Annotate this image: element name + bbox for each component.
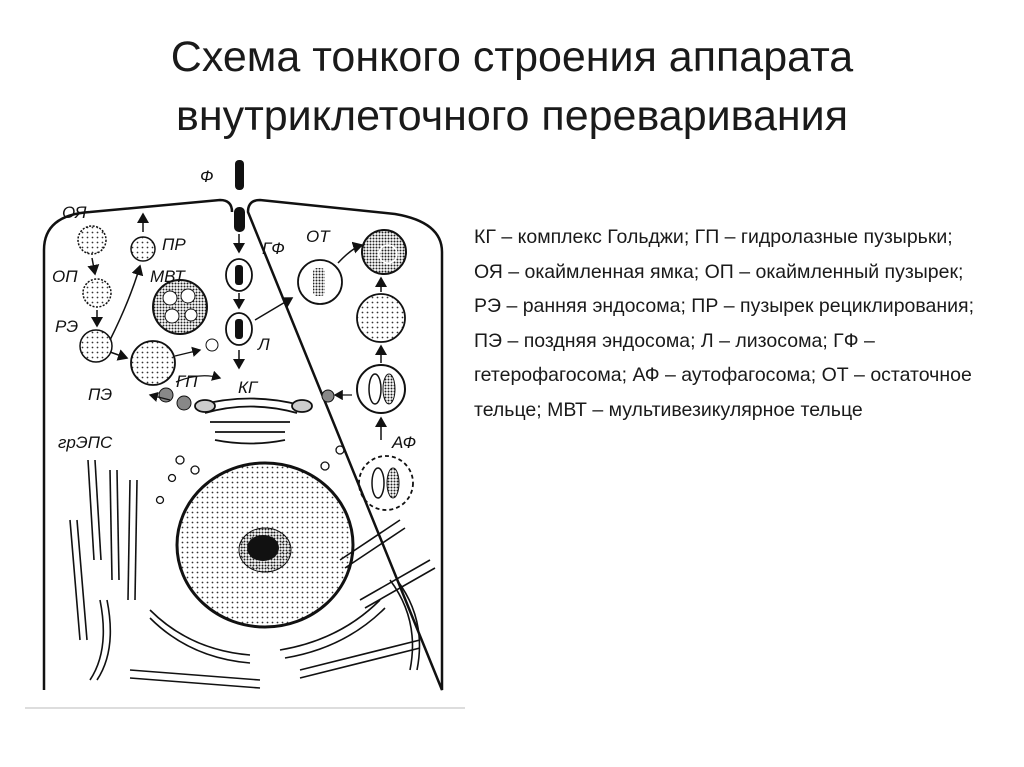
label-oya: ОЯ: [62, 203, 87, 222]
hydrolase-vesicle: [158, 387, 174, 403]
free-vesicles: [155, 445, 345, 505]
particle-invaginating: [234, 207, 245, 232]
label-gp: ГП: [176, 372, 198, 391]
late-endosome: [130, 340, 176, 386]
label-kg: КГ: [238, 378, 259, 397]
label-gf: ГФ: [262, 239, 285, 258]
label-op: ОП: [52, 267, 78, 286]
particle: [235, 160, 244, 190]
slide-title: Схема тонкого строения аппарата внутрикл…: [0, 28, 1024, 146]
cell-membrane: [42, 198, 444, 691]
label-ot: ОТ: [306, 227, 331, 246]
hydrolase-vesicle: [176, 395, 192, 411]
coated-vesicle: [82, 278, 112, 308]
label-mvt: МВТ: [150, 267, 186, 286]
label-af: АФ: [391, 433, 416, 452]
label-f: Ф: [200, 167, 214, 186]
rough-er: [69, 459, 436, 689]
label-pr: ПР: [162, 235, 186, 254]
autolysosome: [356, 293, 406, 343]
label-re: РЭ: [55, 317, 78, 336]
multivesicular-body: [152, 279, 208, 335]
label-l: Л: [257, 335, 270, 354]
coated-pit: [77, 225, 107, 255]
recycling-vesicle: [130, 236, 156, 262]
legend-text: КГ – комплекс Гольджи; ГП – гидролазные …: [474, 226, 975, 421]
title-line-2: внутриклеточного переваривания: [175, 92, 848, 140]
early-endosome: [79, 329, 113, 363]
autophagosome: [358, 455, 414, 511]
residual-body: [361, 229, 407, 275]
title-line-1: Схема тонкого строения аппарата: [170, 33, 854, 81]
golgi-complex: [194, 397, 313, 445]
label-greps: грЭПС: [58, 433, 113, 452]
label-pe: ПЭ: [88, 385, 112, 404]
